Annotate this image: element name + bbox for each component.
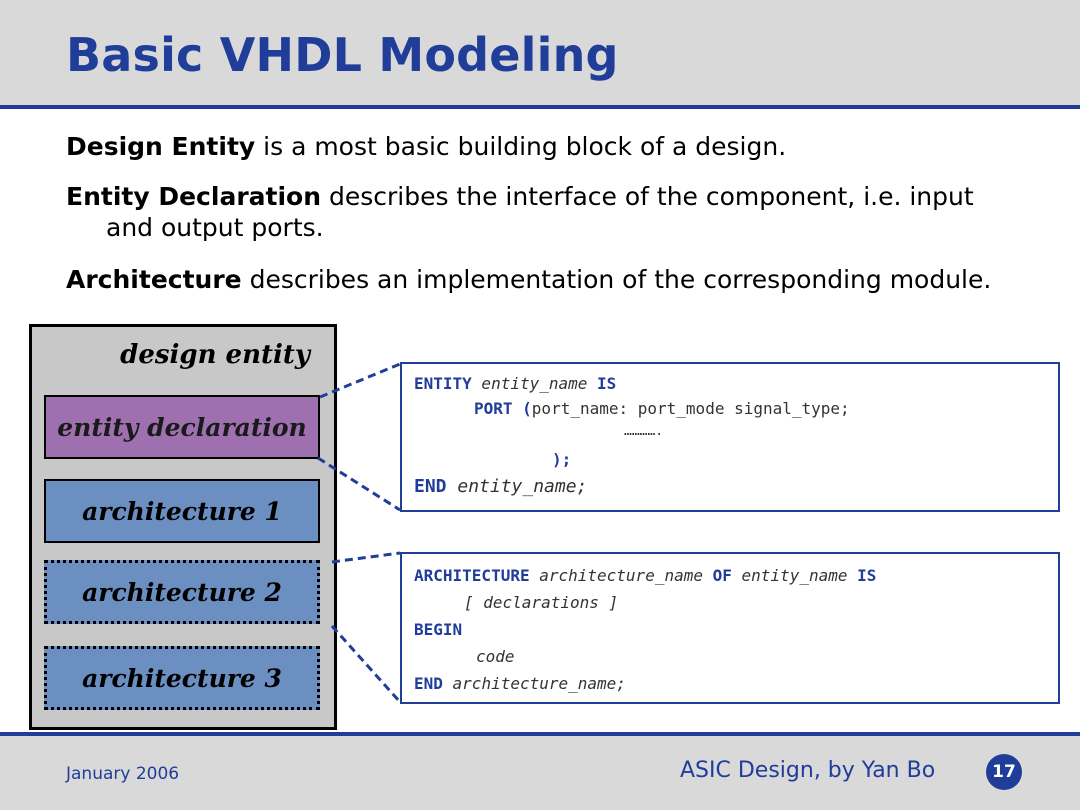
footer-credit: ASIC Design, by Yan Bo (680, 758, 936, 783)
term-architecture: Architecture (66, 265, 242, 294)
footer-bar (0, 736, 1080, 810)
entity-code-line-2: PORT (port_name: port_mode signal_type; (474, 399, 850, 418)
footer-divider (0, 732, 1080, 736)
architecture-code-box: ARCHITECTURE architecture_name OF entity… (400, 552, 1060, 704)
entity-code-box: ENTITY entity_name IS PORT (port_name: p… (400, 362, 1060, 512)
header-divider (0, 105, 1080, 109)
arch-code-line-2: [ declarations ] (464, 593, 619, 612)
page-number-badge: 17 (986, 754, 1022, 790)
definition-entity-declaration-cont: and output ports. (106, 213, 324, 242)
architecture-1-block: architecture 1 (44, 479, 320, 543)
entity-code-line-3: …………. (624, 424, 664, 439)
definition-design-entity: is a most basic building block of a desi… (255, 132, 787, 161)
arch-code-line-5: END architecture_name; (414, 674, 626, 693)
entity-code-line-4: ); (552, 450, 572, 469)
paragraph-entity-declaration: Entity Declaration describes the interfa… (66, 181, 974, 243)
definition-entity-declaration: describes the interface of the component… (321, 182, 974, 211)
architecture-3-block: architecture 3 (44, 646, 320, 710)
entity-code-line-5: END entity_name; (414, 476, 588, 497)
arch-code-line-1: ARCHITECTURE architecture_name OF entity… (414, 566, 877, 585)
architecture-2-block: architecture 2 (44, 560, 320, 624)
connector-entity-bottom (317, 456, 401, 512)
footer-date: January 2006 (66, 764, 180, 784)
connector-arch-top (331, 551, 401, 564)
definition-architecture: describes an implementation of the corre… (241, 265, 992, 294)
paragraph-design-entity: Design Entity is a most basic building b… (66, 131, 786, 162)
entity-declaration-block: entity declaration (44, 395, 320, 459)
arch-code-line-3: BEGIN (414, 620, 463, 639)
entity-code-line-1: ENTITY entity_name IS (414, 374, 617, 393)
arch-code-line-4: code (476, 647, 515, 666)
connector-entity-top (319, 362, 401, 399)
design-entity-label: design entity (120, 340, 310, 370)
term-design-entity: Design Entity (66, 132, 256, 161)
term-entity-declaration: Entity Declaration (66, 182, 322, 211)
connector-arch-bottom (330, 624, 402, 704)
header-bar (0, 0, 1080, 108)
paragraph-architecture: Architecture describes an implementation… (66, 264, 991, 295)
slide-title: Basic VHDL Modeling (66, 28, 619, 82)
